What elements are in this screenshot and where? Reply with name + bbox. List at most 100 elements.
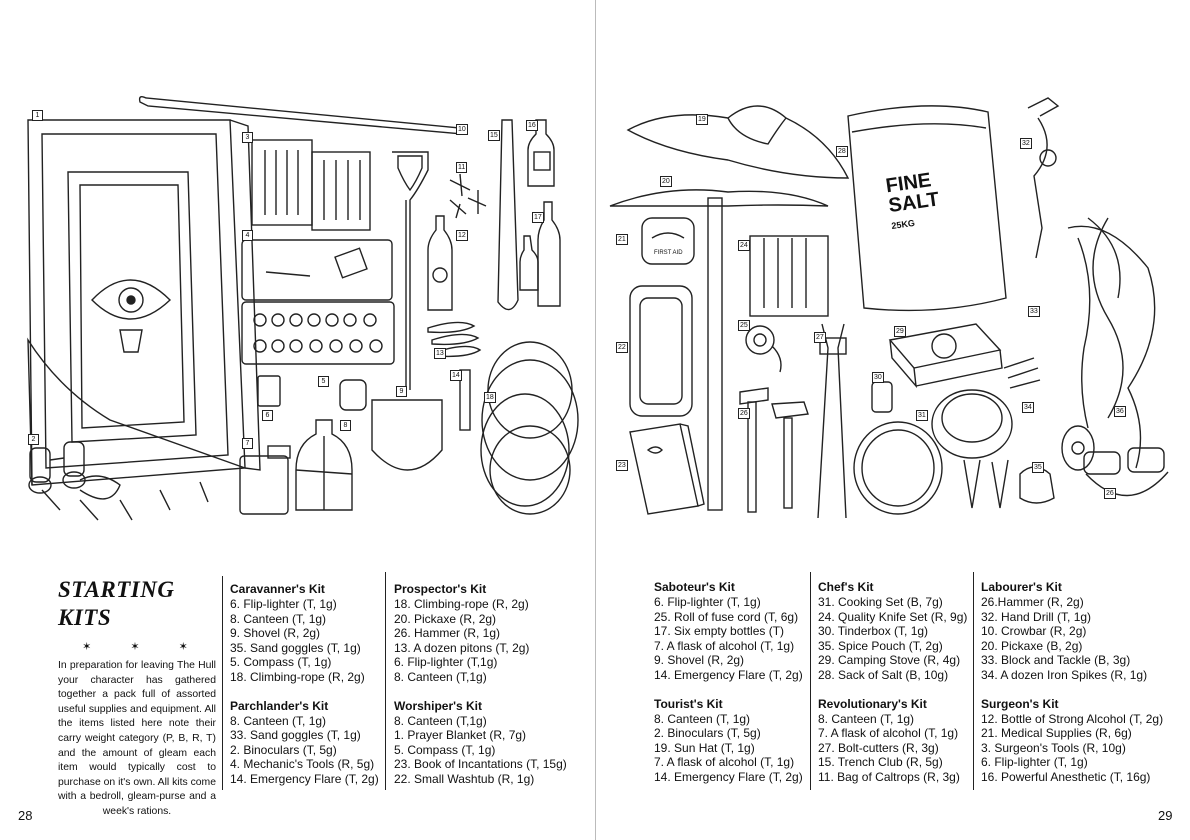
- sand-goggles-icon: [1083, 447, 1169, 497]
- item-label-6: 6: [262, 410, 273, 421]
- book-spine: [595, 0, 596, 840]
- strong-alcohol-bottle-icon: [427, 215, 453, 311]
- kit-item: 30. Tinderbox (T, 1g): [818, 624, 929, 639]
- kit-surgeon: Surgeon's Kit 12. Bottle of Strong Alcoh…: [981, 697, 1163, 785]
- compass-icon: [339, 379, 367, 411]
- kit-item: 25. Roll of fuse cord (T, 6g): [654, 609, 799, 624]
- trench-club-icon: [497, 119, 519, 311]
- item-label-11: 11: [456, 162, 468, 173]
- pitons-icon: [427, 321, 482, 358]
- item-label-26: 26: [738, 408, 750, 419]
- kit-item: 14. Emergency Flare (T, 2g): [230, 771, 379, 786]
- item-label-9: 9: [396, 386, 407, 397]
- item-label-25: 25: [738, 320, 750, 331]
- kit-tourist: Tourist's Kit 8. Canteen (T, 1g) 2. Bino…: [654, 697, 803, 785]
- item-label-8: 8: [340, 420, 351, 431]
- kit-item: 6. Flip-lighter (T,1g): [394, 655, 498, 670]
- kit-name: Surgeon's Kit: [981, 696, 1059, 711]
- kit-items-drawing-left: [27, 95, 579, 521]
- spice-pouch-icon: [1019, 466, 1055, 504]
- kit-item: 31. Cooking Set (B, 7g): [818, 595, 943, 609]
- climbing-rope-icon: [480, 341, 579, 515]
- medical-supplies-icon: [641, 217, 695, 265]
- kit-item: 32. Hand Drill (T, 1g): [981, 609, 1092, 624]
- item-label-18: 18: [484, 392, 496, 403]
- bottles-icon: [519, 119, 561, 307]
- kit-item: 35. Sand goggles (T, 1g): [230, 640, 361, 655]
- kit-item: 9. Shovel (R, 2g): [654, 653, 745, 668]
- kit-item: 8. Canteen (T, 1g): [818, 711, 915, 726]
- tinderbox-icon: [871, 381, 893, 413]
- emergency-flare-icon: [459, 369, 471, 431]
- kit-column-5: Labourer's Kit 26.Hammer (R, 2g) 32. Han…: [981, 580, 1163, 799]
- kit-item: 21. Medical Supplies (R, 6g): [981, 726, 1132, 741]
- kit-item: 3. Surgeon's Tools (R, 10g): [981, 740, 1126, 755]
- kit-revolutionary: Revolutionary's Kit 8. Canteen (T, 1g) 7…: [818, 697, 967, 785]
- kit-item: 4. Mechanic's Tools (R, 5g): [230, 757, 375, 772]
- kit-saboteur: Saboteur's Kit 6. Flip-lighter (T, 1g) 2…: [654, 580, 803, 683]
- shovel-icon: [371, 151, 443, 471]
- kit-prospector: Prospector's Kit 18. Climbing-rope (R, 2…: [394, 582, 567, 685]
- item-label-5: 5: [318, 376, 329, 387]
- kit-item: 35. Spice Pouch (T, 2g): [818, 638, 943, 653]
- kit-item: 2. Binoculars (T, 5g): [654, 726, 761, 741]
- item-label-21: 21: [616, 234, 628, 245]
- kit-worshiper: Worshiper's Kit 8. Canteen (T,1g) 1. Pra…: [394, 699, 567, 787]
- intro-panel: STARTING KITS ✶ ✶ ✶ In preparation for l…: [58, 576, 216, 820]
- kit-item: 24. Quality Knife Set (R, 9g): [818, 609, 968, 624]
- kit-item: 12. Bottle of Strong Alcohol (T, 2g): [981, 711, 1164, 726]
- surgeons-tools-icon: [251, 139, 371, 231]
- ornament-stars: ✶ ✶ ✶: [82, 641, 206, 653]
- item-label-15: 15: [488, 130, 500, 141]
- kit-item: 8. Canteen (T, 1g): [230, 713, 327, 728]
- kit-item: 18. Climbing-rope (R, 2g): [394, 597, 529, 611]
- canteen-icon: [295, 419, 353, 511]
- fuse-cord-icon: [745, 325, 782, 373]
- crowbar-icon: [138, 95, 464, 135]
- kit-item: 33. Block and Tackle (B, 3g): [981, 653, 1131, 668]
- first-aid-text: FIRST AID: [654, 250, 683, 256]
- kit-item: 5. Compass (T, 1g): [394, 742, 496, 757]
- kit-item: 23. Book of Incantations (T, 15g): [394, 757, 567, 772]
- item-label-33: 33: [1028, 306, 1040, 317]
- kit-name: Saboteur's Kit: [654, 580, 735, 594]
- item-label-10: 10: [456, 124, 468, 135]
- item-label-34: 34: [1022, 402, 1034, 413]
- kit-item: 20. Pickaxe (B, 2g): [981, 638, 1083, 653]
- kit-column-4: Chef's Kit 31. Cooking Set (B, 7g) 24. Q…: [818, 580, 967, 799]
- item-label-31: 31: [916, 410, 928, 421]
- kit-item: 26. Hammer (R, 1g): [394, 626, 501, 641]
- item-label-1: 1: [32, 110, 43, 121]
- kit-item: 17. Six empty bottles (T): [654, 624, 785, 639]
- kit-item: 5. Compass (T, 1g): [230, 655, 332, 670]
- book-of-incantations-icon: [629, 423, 705, 515]
- page-number-left: 28: [18, 808, 33, 823]
- kit-labourer: Labourer's Kit 26.Hammer (R, 2g) 32. Han…: [981, 580, 1163, 683]
- column-divider: [385, 572, 386, 790]
- hand-drill-icon: [1027, 97, 1060, 259]
- kit-item: 14. Emergency Flare (T, 2g): [654, 667, 803, 682]
- kit-item: 6. Flip-lighter (T, 1g): [654, 595, 761, 609]
- cooking-set-icon: [853, 389, 1013, 515]
- kit-item: 6. Flip-lighter (T, 1g): [230, 597, 337, 611]
- intro-text: In preparation for leaving The Hull your…: [58, 660, 216, 817]
- camping-stove-icon: [888, 323, 1003, 389]
- salt-sack-text: FINE SALT: [884, 169, 941, 218]
- item-label-19: 19: [696, 114, 708, 125]
- kit-item: 19. Sun Hat (T, 1g): [654, 740, 755, 755]
- kit-column-3: Saboteur's Kit 6. Flip-lighter (T, 1g) 2…: [654, 580, 803, 799]
- iron-spikes-icon: [1003, 357, 1041, 389]
- kit-item: 33. Sand goggles (T, 1g): [230, 728, 361, 743]
- salt-sack-icon: [847, 105, 1007, 312]
- column-divider: [973, 572, 974, 790]
- binoculars-icon: [28, 441, 121, 500]
- page-number-right: 29: [1158, 808, 1173, 823]
- sun-hat-icon: [626, 105, 850, 179]
- kit-item: 6. Flip-lighter (T, 1g): [981, 755, 1088, 770]
- kit-item: 29. Camping Stove (R, 4g): [818, 653, 961, 668]
- kit-chef: Chef's Kit 31. Cooking Set (B, 7g) 24. Q…: [818, 580, 967, 683]
- flip-lighter-icon: [257, 375, 281, 407]
- kit-name: Prospector's Kit: [394, 582, 487, 596]
- kit-item: 18. Climbing-rope (R, 2g): [230, 669, 365, 684]
- kit-name: Parchlander's Kit: [230, 698, 329, 713]
